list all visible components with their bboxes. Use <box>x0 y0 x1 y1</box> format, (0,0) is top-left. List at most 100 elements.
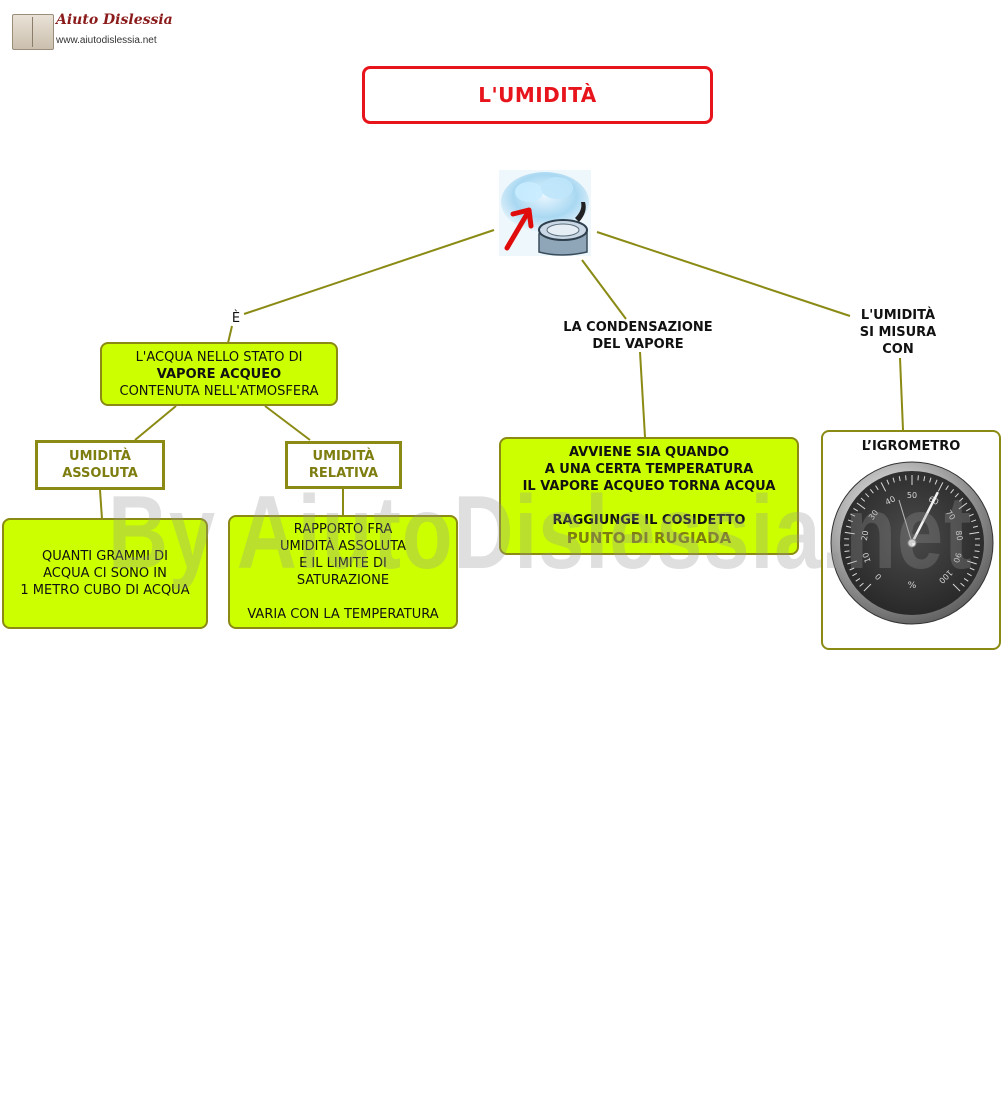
dial-label: 90 <box>951 551 963 563</box>
dial-needle <box>910 491 939 545</box>
definition-node: L'ACQUA NELLO STATO DI VAPORE ACQUEO CON… <box>100 342 338 406</box>
node-highlight: PUNTO DI RUGIADA <box>566 529 732 547</box>
dial-tick <box>849 567 855 571</box>
node-line: RAPPORTO FRA <box>293 522 393 537</box>
link-label-misura: L'UMIDITÀ SI MISURA CON <box>846 307 950 358</box>
dial-tick <box>968 513 974 517</box>
node-line: CONTENUTA NELL'ATMOSFERA <box>119 383 319 399</box>
dial-label: 10 <box>861 551 873 563</box>
node-line: ACQUA CI SONO IN <box>43 566 167 581</box>
dial-tick <box>963 577 969 582</box>
dial-tick <box>954 493 959 498</box>
dial-tick <box>847 560 857 565</box>
node-line: A UNA CERTA TEMPERATURA <box>544 462 754 477</box>
node-line-bold: VAPORE ACQUEO <box>156 366 282 382</box>
dial-tick <box>969 531 980 535</box>
condensazione-desc-node: AVVIENE SIA QUANDO A UNA CERTA TEMPERATU… <box>499 437 799 555</box>
node-line: AVVIENE SIA QUANDO <box>568 445 730 460</box>
connector-misura-igrometro <box>899 357 904 431</box>
link-label-e: È <box>231 311 241 326</box>
dial-tick <box>952 583 961 592</box>
dial-tick <box>846 525 852 528</box>
node-line: 1 METRO CUBO DI ACQUA <box>20 583 190 598</box>
book-icon <box>12 14 54 50</box>
dial-tick <box>860 497 866 502</box>
dial-tick <box>969 567 975 571</box>
connector-center-e <box>243 229 495 315</box>
dial-tick <box>966 572 972 577</box>
steam-pot-icon <box>499 170 591 256</box>
dial-tick <box>856 502 866 510</box>
node-line: RELATIVA <box>308 466 379 481</box>
dial-tick <box>958 502 968 510</box>
hygrometer-icon: 0102030405060708090100 % <box>829 460 995 626</box>
dial-tick <box>853 507 859 512</box>
dial-tick <box>869 488 874 494</box>
connector-condensazione-desc <box>639 351 646 438</box>
dial-tick <box>863 583 872 592</box>
node-line: VARIA CON LA TEMPERATURA <box>247 607 439 622</box>
node-line: SATURAZIONE <box>296 573 390 588</box>
dial-tick <box>847 519 853 523</box>
node-line: RAGGIUNGE IL COSIDETTO <box>552 513 746 528</box>
dial-tick <box>892 477 895 483</box>
dial-tick <box>934 479 938 485</box>
link-line: LA CONDENSAZIONE <box>563 320 713 335</box>
dial-tick <box>973 556 979 559</box>
dial-tick <box>950 488 955 494</box>
dial-tick <box>967 560 977 565</box>
node-line: UMIDITÀ ASSOLUTA <box>280 539 406 554</box>
dial-tick <box>971 519 977 523</box>
dial-tick <box>865 493 870 498</box>
igrometro-title: L’IGROMETRO <box>861 439 961 454</box>
node-line: UMIDITÀ <box>312 449 375 464</box>
dial-tick <box>958 497 964 502</box>
dial-tick <box>880 482 887 492</box>
dial-unit: % <box>908 581 917 591</box>
node-line: L'ACQUA NELLO STATO DI <box>135 349 303 365</box>
dial-tick <box>875 485 879 491</box>
relativa-desc-node: RAPPORTO FRA UMIDITÀ ASSOLUTA E IL LIMIT… <box>228 515 458 629</box>
dial-tick <box>923 476 926 482</box>
dial-tick <box>929 477 932 483</box>
dial-tick <box>852 572 858 577</box>
hygrometer-dial: 0102030405060708090100 % <box>830 461 994 625</box>
connector-e-definition <box>227 325 233 344</box>
node-line: ASSOLUTA <box>62 466 138 481</box>
connector-center-misura <box>596 231 851 317</box>
link-line: CON <box>882 342 914 357</box>
logo-name: Aiuto Dislessia <box>56 12 173 28</box>
dial-tick <box>859 582 864 587</box>
title-box: L'UMIDITÀ <box>362 66 713 124</box>
dial-tick <box>850 513 856 517</box>
node-line: IL VAPORE ACQUEO TORNA ACQUA <box>522 479 776 494</box>
dial-tick <box>886 479 890 485</box>
dial-reference-needle <box>898 499 913 544</box>
connector-def-assoluta <box>134 405 177 441</box>
dial-label: 20 <box>860 530 870 541</box>
dial-label: 50 <box>907 491 917 500</box>
dial-tick <box>898 476 901 482</box>
connector-center-condensazione <box>581 259 627 320</box>
node-line: UMIDITÀ <box>69 449 131 464</box>
dial-tick <box>974 550 980 553</box>
node-line: E IL LIMITE DI <box>299 556 387 571</box>
assoluta-desc-node: QUANTI GRAMMI DI ACQUA CI SONO IN 1 METR… <box>2 518 208 629</box>
dial-tick <box>845 556 851 559</box>
assoluta-node: UMIDITÀ ASSOLUTA <box>35 440 165 490</box>
link-line: SI MISURA <box>859 325 937 340</box>
dial-tick <box>945 485 949 491</box>
dial-label: 0 <box>873 572 883 582</box>
igrometro-node: L’IGROMETRO 0102030405060708090100 % <box>821 430 1001 650</box>
node-line: QUANTI GRAMMI DI <box>42 549 168 564</box>
page-title: L'UMIDITÀ <box>478 83 597 107</box>
dial-label: 40 <box>884 494 897 507</box>
site-logo: Aiuto Dislessia www.aiutodislessia.net <box>12 12 173 52</box>
dial-tick <box>844 531 855 535</box>
dial-label: 80 <box>954 530 964 541</box>
dial-tick <box>960 582 965 587</box>
dial-tick <box>937 482 944 492</box>
logo-url: www.aiutodislessia.net <box>56 35 157 46</box>
connector-assoluta-desc <box>99 489 103 520</box>
